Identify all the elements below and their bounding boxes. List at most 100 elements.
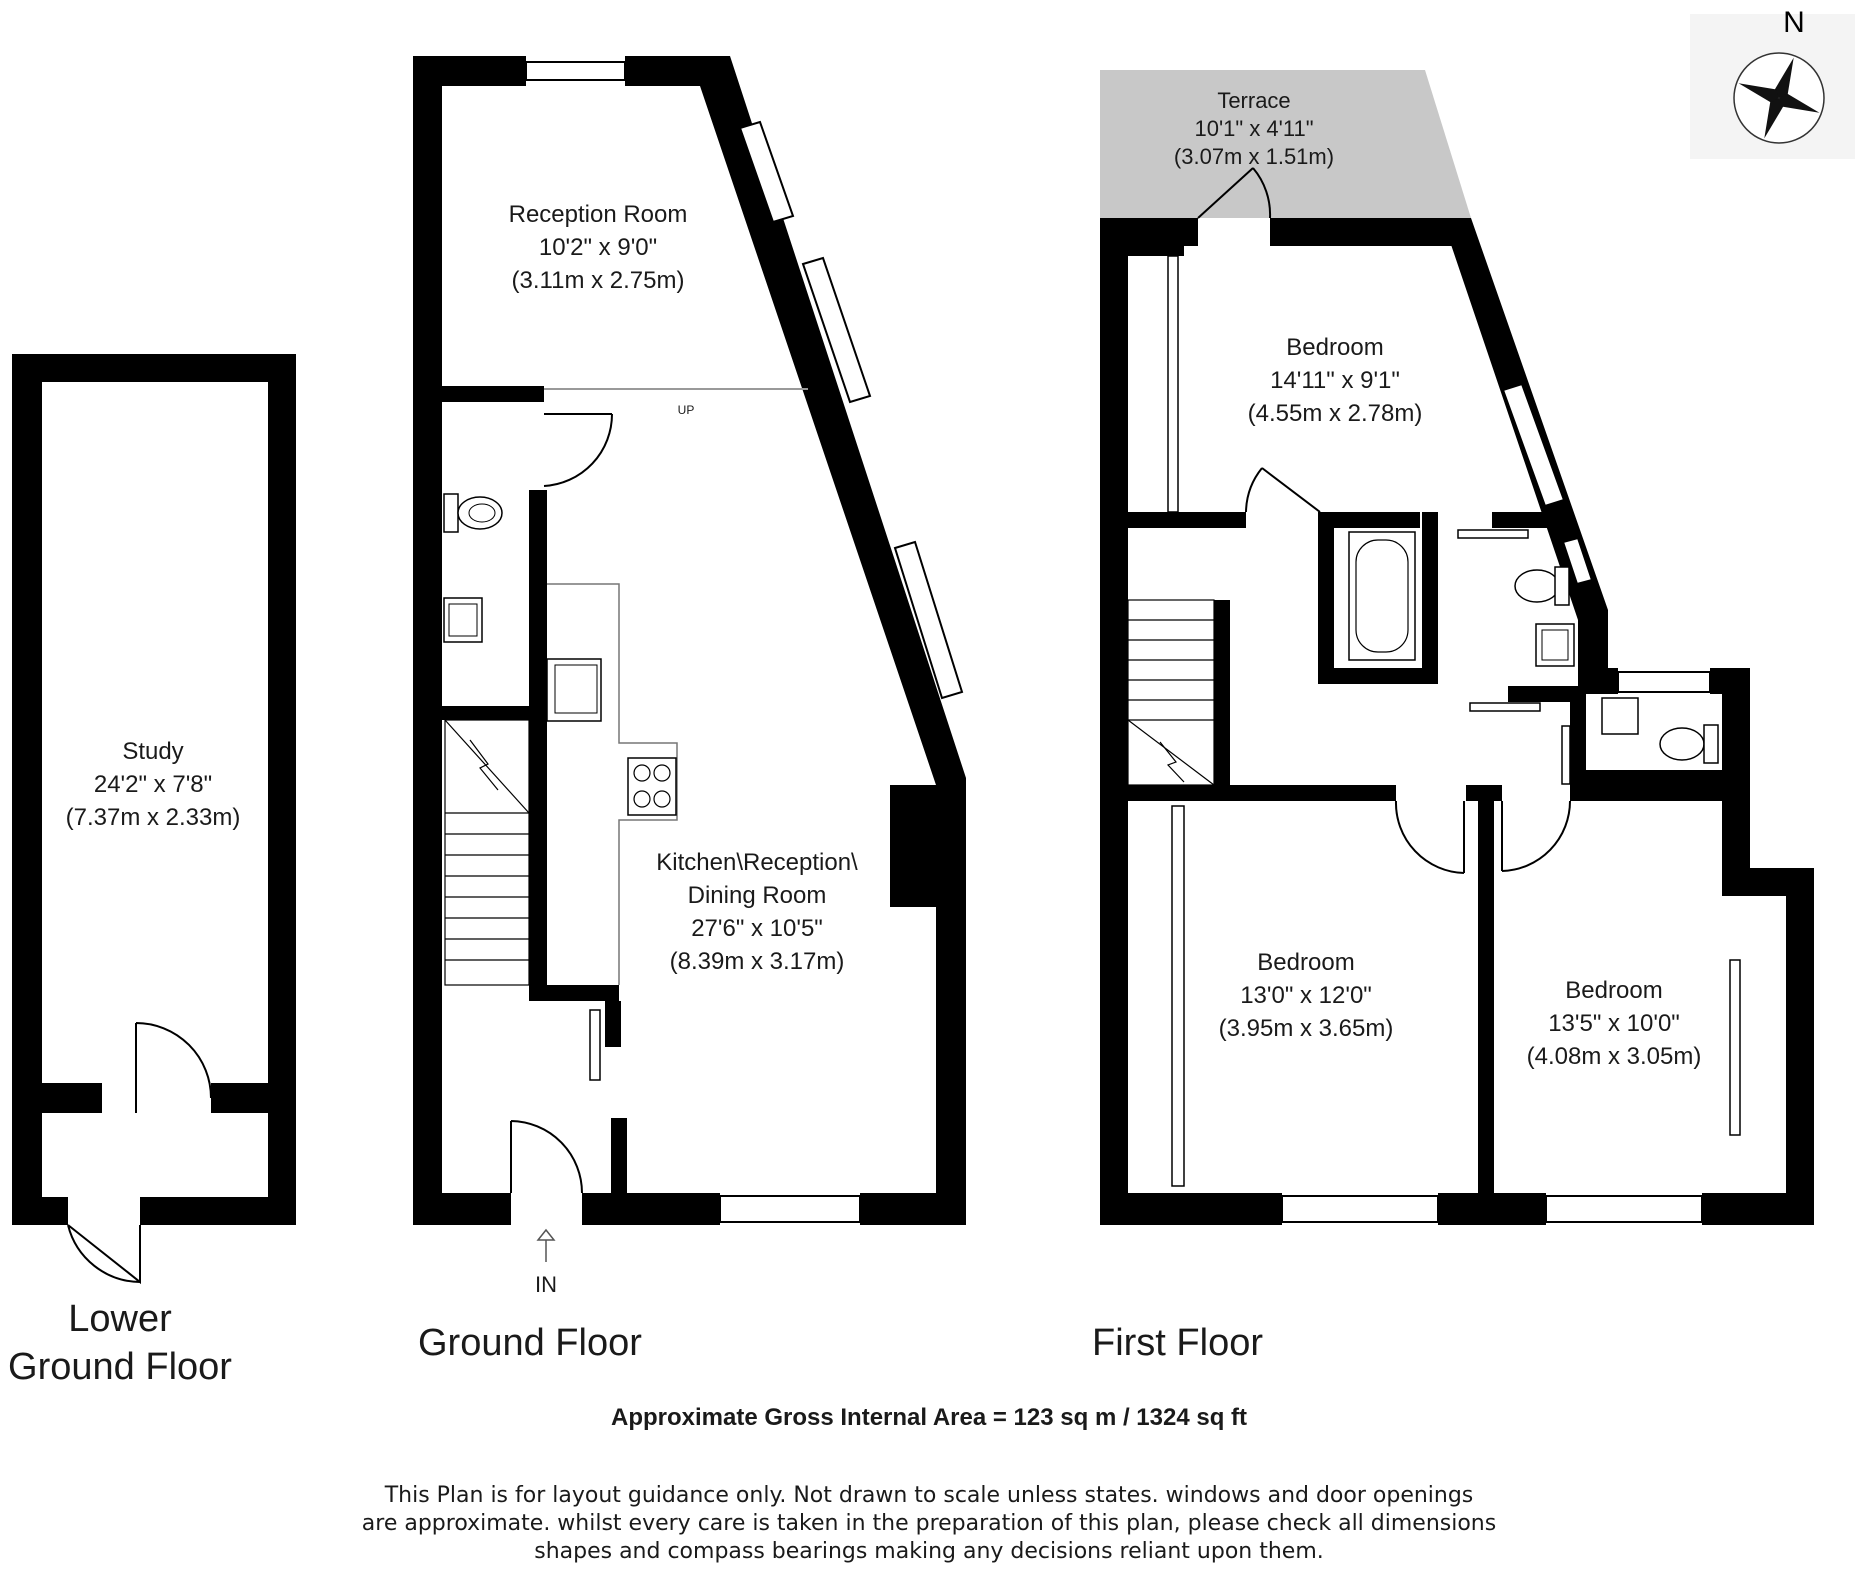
first-wardrobe-top: [1128, 246, 1184, 256]
bedroom-left-name: Bedroom: [1257, 949, 1354, 976]
disclaimer-line-2: are approximate. whilst every care is ta…: [361, 1511, 1497, 1536]
bedroom-top-name: Bedroom: [1286, 334, 1383, 361]
first-bedroom-top-bottom-wall-mid: [1318, 512, 1420, 528]
ground-chimney-breast: [890, 785, 938, 907]
first-outer-wall-top-left: [1100, 218, 1198, 246]
first-outer-wall-right: [1786, 868, 1814, 1225]
study-door-arc: [135, 1022, 212, 1113]
reception-room-name: Reception Room: [509, 201, 688, 228]
study-exit-door: [67, 1224, 141, 1285]
first-wc2-wall-bottom: [1586, 770, 1726, 786]
first-stair-wall-right: [1214, 600, 1230, 795]
first-bath-wall-bottom: [1318, 668, 1438, 684]
disclaimer: This Plan is for layout guidance only. N…: [229, 1482, 1629, 1566]
bedroom-right-metric: (4.08m x 3.05m): [1527, 1043, 1702, 1070]
first-outer-wall-step-right: [1722, 668, 1750, 868]
first-ensuite-basin-icon: [1535, 623, 1575, 667]
lower-ground-floor-plan: Study 24'2" x 7'8" (7.37m x 2.33m) Lower…: [8, 354, 296, 1388]
ground-entrance-door: [510, 1120, 583, 1194]
terrace-area: [1100, 70, 1471, 218]
reception-room-imperial: 10'2" x 9'0": [539, 234, 657, 261]
ground-floor-plan: Reception Room 10'2" x 9'0" (3.11m x 2.7…: [413, 56, 966, 1364]
first-bedroom-top-door: [1245, 467, 1321, 513]
gross-internal-area: Approximate Gross Internal Area = 123 sq…: [610, 1404, 1248, 1431]
ground-wc-door: [543, 413, 614, 487]
bedroom-right-imperial: 13'5" x 10'0": [1548, 1010, 1680, 1037]
bedroom-left-imperial: 13'0" x 12'0": [1240, 982, 1372, 1009]
reception-room-metric: (3.11m x 2.75m): [512, 267, 685, 294]
study-metric: (7.37m x 2.33m): [66, 804, 241, 831]
kitchen-name-line1: Kitchen\Reception\: [656, 849, 858, 876]
bedroom-top-metric: (4.55m x 2.78m): [1248, 400, 1423, 427]
entrance-arrow-icon: [536, 1228, 556, 1262]
first-ensuite-wall-vertical: [1570, 686, 1586, 786]
first-bedroom-left-door: [1394, 800, 1465, 874]
compass: N: [1690, 6, 1855, 159]
ground-wc-wall-bottom: [442, 706, 547, 720]
first-bath-wall-right: [1422, 512, 1438, 684]
first-bath-icon: [1348, 531, 1416, 661]
disclaimer-line-1: This Plan is for layout guidance only. N…: [384, 1483, 1474, 1508]
ground-toilet-icon: [443, 493, 503, 533]
ground-hall-wall-lower: [611, 1118, 627, 1193]
first-floor-plan: Terrace 10'1" x 4'11" (3.07m x 1.51m): [1092, 70, 1814, 1364]
ground-kitchen-worktop: [547, 583, 678, 985]
first-ensuite-window-top: [1617, 671, 1711, 693]
kitchen-name-line2: Dining Room: [688, 882, 827, 909]
ground-bottom-window: [719, 1195, 861, 1223]
first-landing-sliding-door: [1469, 702, 1541, 712]
ground-floor-label: Ground Floor: [418, 1322, 642, 1364]
first-wc2-toilet-icon: [1659, 724, 1719, 764]
first-ensuite-toilet-icon: [1514, 566, 1570, 606]
first-ensuite-sliding-door: [1457, 529, 1529, 539]
first-bottom-window-2: [1545, 1195, 1703, 1223]
terrace-metric: (3.07m x 1.51m): [1174, 144, 1334, 169]
kitchen-metric: (8.39m x 3.17m): [670, 948, 845, 975]
terrace-door: [1197, 167, 1272, 219]
bedroom-top-imperial: 14'11" x 9'1": [1270, 367, 1400, 394]
disclaimer-line-3: shapes and compass bearings making any d…: [534, 1539, 1324, 1564]
ground-basin-icon: [443, 597, 483, 643]
ground-hall-wall-stub: [605, 1001, 621, 1047]
first-wardrobe-left-bedroom: [1171, 805, 1185, 1187]
ground-kitchen-sink-icon: [546, 658, 602, 722]
study-walls: [12, 354, 296, 1225]
ground-slanted-wall: [700, 56, 966, 1225]
first-wc2-sliding-door: [1561, 725, 1571, 785]
ground-outer-wall-top-left: [413, 56, 526, 86]
ground-outer-wall-left: [413, 56, 442, 1193]
first-bath-wall-left: [1318, 512, 1334, 684]
first-bottom-wall-2: [1438, 1193, 1546, 1225]
ground-stairs-up-label: UP: [678, 403, 695, 417]
first-ensuite-wall-bottom: [1508, 686, 1586, 702]
first-bedroom-right-door: [1501, 800, 1571, 872]
first-wardrobe-right-bedroom: [1729, 959, 1741, 1136]
first-bedroom-top-bottom-wall-left: [1128, 512, 1246, 528]
ground-hall-sliding-door: [589, 1009, 601, 1081]
study-name: Study: [122, 738, 183, 765]
ground-slanted-window-1: [738, 120, 795, 224]
ground-wc-wall-right: [529, 490, 547, 995]
ground-hall-wall-bottom: [529, 985, 619, 1001]
first-bottom-wall-1: [1100, 1193, 1282, 1225]
ground-top-window: [525, 61, 626, 81]
first-outer-wall-top-right: [1270, 218, 1471, 246]
ground-slanted-window-3: [893, 540, 964, 700]
first-wardrobe-top-bedroom: [1167, 255, 1179, 513]
first-bedroom-divider-wall: [1478, 785, 1494, 1193]
ground-hob-icon: [627, 757, 677, 816]
terrace-name: Terrace: [1217, 88, 1290, 113]
ground-bottom-wall-right: [860, 1193, 966, 1225]
study-imperial: 24'2" x 7'8": [94, 771, 212, 798]
ground-bottom-wall-left: [413, 1193, 511, 1225]
compass-north-label: N: [1783, 6, 1805, 39]
ground-reception-divider-wall: [442, 386, 544, 402]
first-bottom-wall-3: [1702, 1193, 1814, 1225]
ground-outer-wall-top-right: [625, 56, 730, 86]
first-outer-wall-left: [1100, 218, 1128, 1225]
lower-ground-floor-label-line1: Lower: [68, 1298, 172, 1340]
first-staircase: [1127, 599, 1215, 786]
first-slanted-window-2: [1561, 536, 1594, 586]
lower-ground-floor-label-line2: Ground Floor: [8, 1346, 232, 1388]
